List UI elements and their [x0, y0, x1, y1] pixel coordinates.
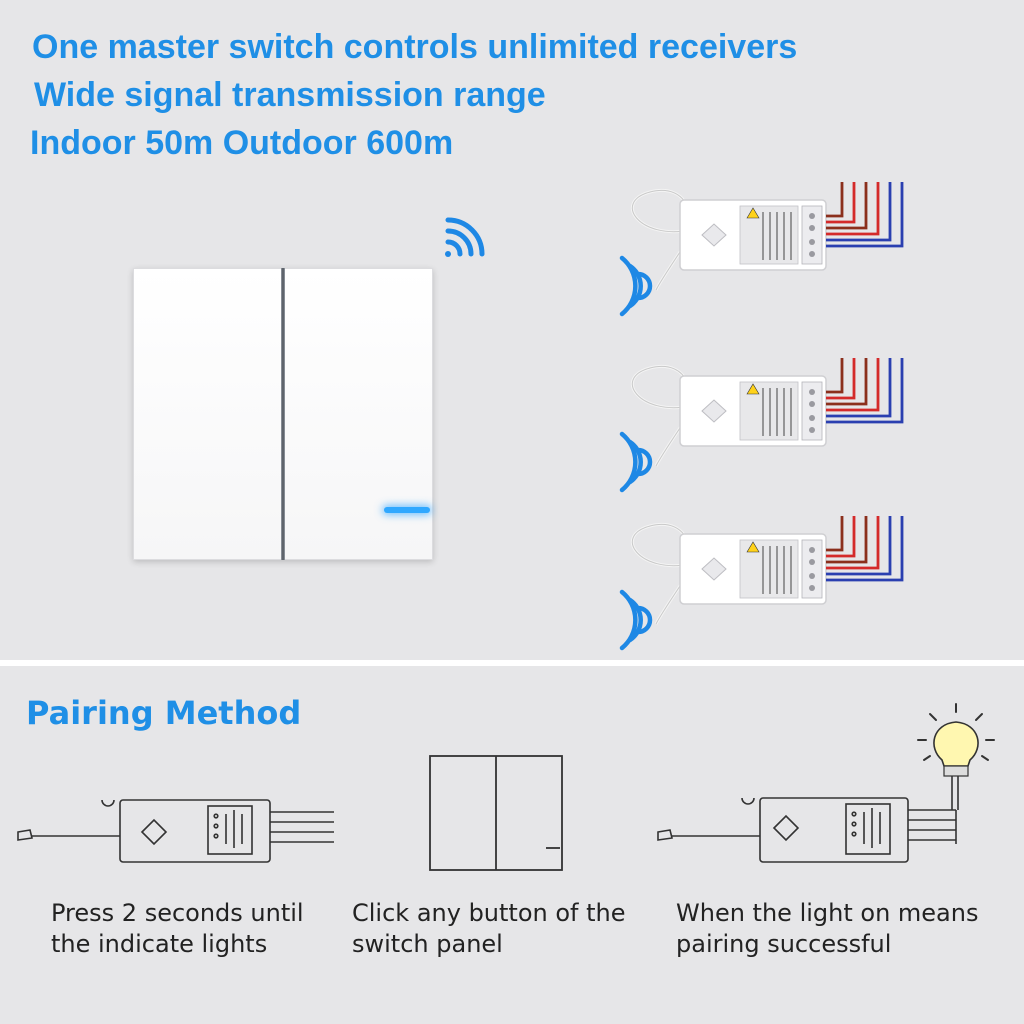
- light-bulb-icon: [917, 703, 995, 777]
- master-switch-panel[interactable]: [133, 268, 433, 560]
- panel-seam: [281, 268, 285, 560]
- step2-caption: Click any button of the switch panel: [352, 899, 626, 958]
- step2-switch-drawing: [429, 755, 563, 871]
- headline-range: Wide signal transmission range: [34, 76, 546, 114]
- step1-receiver-drawing: [17, 799, 334, 863]
- step1-caption: Press 2 seconds until the indicate light…: [51, 899, 304, 958]
- receiver-3: [620, 446, 920, 656]
- step3-caption: When the light on means pairing successf…: [676, 899, 979, 958]
- step3-receiver-drawing: [657, 703, 995, 863]
- headline-distance: Indoor 50m Outdoor 600m: [30, 124, 454, 162]
- headline-controls: One master switch controls unlimited rec…: [32, 28, 798, 66]
- pairing-method-title: Pairing Method: [26, 694, 302, 732]
- wifi-signal-icon: [445, 217, 485, 257]
- indicator-led: [384, 507, 430, 513]
- section-divider: [0, 660, 1024, 666]
